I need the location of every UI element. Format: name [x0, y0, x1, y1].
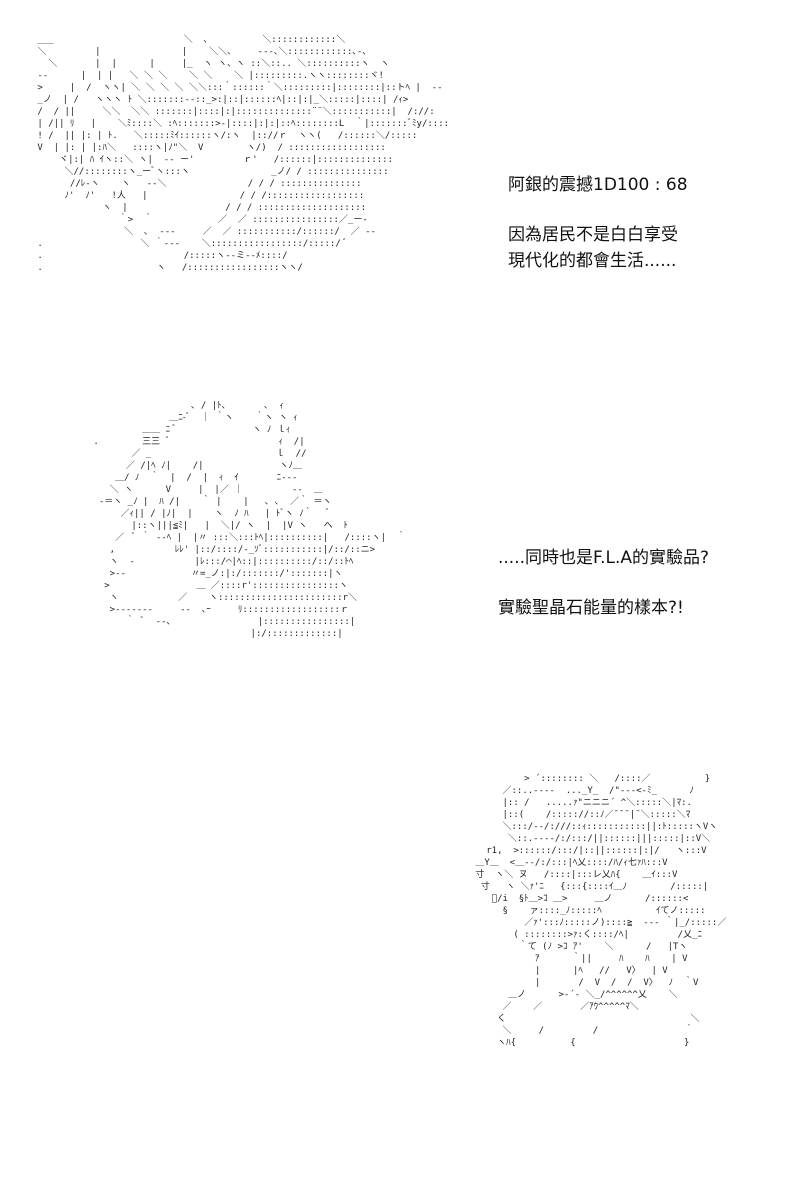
caption-2: .....同時也是F.L.A的實驗品? 實驗聖晶石能量的樣本?! [498, 545, 709, 621]
caption-1-line-2: 因為居民不是白白享受 [508, 225, 678, 245]
caption-1-line-1: 阿銀的震撼1D100 : 68 [508, 175, 688, 195]
caption-2-spacer [498, 571, 709, 595]
caption-1-spacer [508, 198, 688, 222]
panel-1: ___ ＼ ､ ＼::::::::::::＼ ＼ | | ＼＼、 -‐‐､＼::… [0, 0, 800, 380]
panel-2: ､ / |ﾄ､ ､ ｨ ＿ﾆ-ﾞ ｜ ｀ヽ ｀ヽ ヽ ｨ ＿＿ ﾆ ﾞ ヽ ﾉ … [0, 390, 800, 750]
caption-2-line-1: .....同時也是F.L.A的實驗品? [498, 548, 709, 568]
ascii-art-figure-2: ､ / |ﾄ､ ､ ｨ ＿ﾆ-ﾞ ｜ ｀ヽ ｀ヽ ヽ ｨ ＿＿ ﾆ ﾞ ヽ ﾉ … [93, 401, 406, 639]
panel-3: > ´:::::::: ＼ /::::／ } ／::..‐‐‐‐ ..._Y_ … [0, 765, 800, 1195]
ascii-art-figure-1: ___ ＼ ､ ＼::::::::::::＼ ＼ | | ＼＼、 -‐‐､＼::… [37, 35, 450, 273]
ascii-art-figure-3: > ´:::::::: ＼ /::::／ } ／::..‐‐‐‐ ..._Y_ … [475, 774, 727, 1048]
caption-1: 阿銀的震撼1D100 : 68 因為居民不是白白享受 現代化的都會生活.....… [508, 172, 688, 274]
caption-1-line-3: 現代化的都會生活...... [508, 251, 677, 271]
caption-2-line-2: 實驗聖晶石能量的樣本?! [498, 598, 684, 618]
